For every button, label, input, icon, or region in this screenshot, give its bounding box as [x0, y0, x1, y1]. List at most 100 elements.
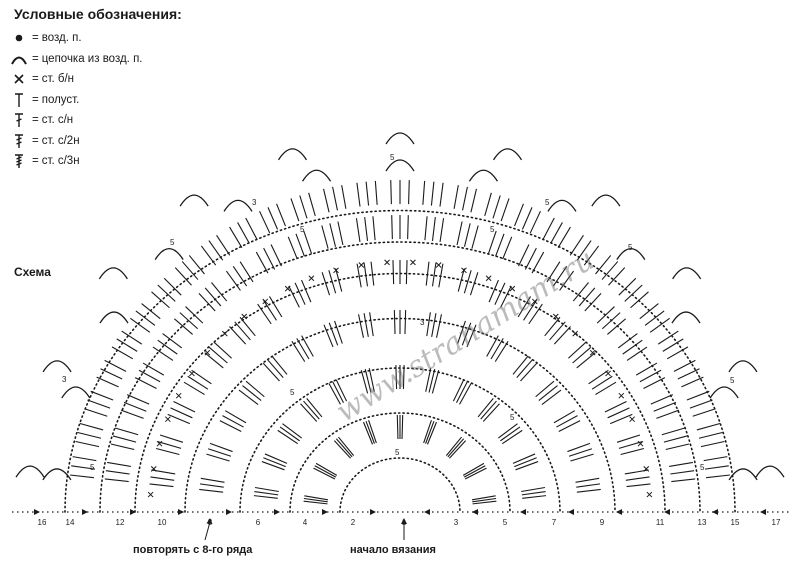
stitch-column: [657, 330, 679, 345]
count-label: 5: [170, 238, 175, 247]
stitch-column: [259, 210, 271, 234]
count-label: 3: [62, 375, 67, 384]
legend-label: ст. с/3н: [41, 155, 80, 168]
stitch-column: [698, 431, 723, 439]
single-crochet-mark: [156, 440, 163, 447]
stitch-column: [100, 368, 123, 380]
chain-row: [339, 457, 461, 513]
chain-row: [99, 241, 701, 513]
stitch-column: [431, 313, 437, 337]
stitch-column: [480, 400, 497, 420]
stitch-column: [583, 245, 600, 266]
stitch-column: [120, 409, 144, 419]
stitch-column: [439, 218, 445, 243]
chain-arc: [709, 386, 739, 399]
stitch-column: [321, 225, 329, 249]
stitch-column: [393, 310, 396, 335]
stitch-column: [430, 181, 435, 206]
stitch-column: [681, 376, 704, 388]
stitch-column: [464, 467, 487, 480]
stitch-column: [463, 270, 472, 294]
stitch-column: [277, 429, 299, 445]
stitch-column: [626, 483, 651, 488]
stitch-column: [425, 368, 432, 392]
stitch-column: [271, 355, 288, 375]
chain-arc: [277, 148, 308, 161]
stitch-column: [152, 346, 174, 361]
stitch-column: [370, 261, 375, 286]
stitch-column: [290, 198, 300, 222]
single-crochet-mark: [241, 313, 248, 320]
stitch-column: [630, 291, 649, 309]
stitch-column: [368, 368, 375, 392]
stitch-column: [208, 240, 224, 261]
stitch-column: [445, 436, 462, 456]
stitch-column: [356, 263, 362, 288]
single-crochet-mark: [572, 330, 579, 337]
stitch-column: [141, 303, 161, 320]
stitch-column: [288, 285, 300, 308]
double-crochet-icon: [8, 111, 30, 129]
stitch-column: [303, 500, 328, 505]
stitch-column: [607, 318, 626, 335]
stitch-column: [622, 339, 643, 355]
stitch-column: [90, 390, 114, 401]
row-direction-arrow: [712, 509, 718, 515]
row-number: 15: [731, 518, 740, 527]
stitch-column: [181, 261, 199, 280]
stitch-column: [224, 410, 247, 424]
stitch-column: [550, 222, 563, 244]
stitch-column: [219, 420, 242, 432]
stitch-column: [295, 233, 305, 257]
stitch-column: [402, 365, 405, 390]
chain-arc: [616, 247, 646, 260]
stitch-column: [368, 420, 377, 444]
stitch-column: [455, 381, 468, 403]
count-label: 5: [700, 463, 705, 472]
stitch-column: [321, 272, 331, 296]
stitch-column: [609, 413, 633, 425]
stitch-column: [512, 355, 529, 375]
stitch-column: [512, 453, 536, 464]
stitch-column: [584, 293, 602, 312]
legend-item-chain: = возд. п.: [8, 28, 182, 49]
stitch-column: [204, 287, 222, 307]
count-label: 3: [420, 318, 425, 327]
row-number: 2: [351, 518, 356, 527]
stitch-column: [546, 261, 561, 283]
stitch-column: [514, 457, 537, 468]
stitch-column: [333, 440, 351, 459]
stitch-column: [185, 306, 204, 324]
stitch-column: [187, 375, 209, 390]
stitch-column: [426, 421, 438, 445]
stitch-column: [222, 415, 244, 428]
count-label: 5: [510, 413, 515, 422]
legend-item-treble: = ст. с/2н: [8, 131, 182, 152]
stitch-column: [301, 335, 314, 357]
stitch-column: [294, 282, 306, 305]
chain-arc: [671, 311, 701, 324]
stitch-column: [486, 335, 499, 357]
stitch-column: [313, 467, 336, 480]
stitch-column: [296, 338, 310, 360]
stitch-column: [323, 188, 330, 213]
stitch-column: [111, 346, 134, 360]
row-direction-arrow: [568, 509, 574, 515]
stitch-column: [401, 415, 404, 440]
stitch-column: [617, 333, 638, 349]
half-double-crochet-icon: [8, 91, 30, 109]
single-crochet-mark: [358, 262, 365, 268]
stitch-column: [75, 440, 100, 448]
count-label: 5: [300, 225, 305, 234]
stitch-column: [535, 380, 555, 398]
stitch-column: [570, 453, 594, 462]
stitch-column: [390, 180, 392, 205]
stitch-column: [245, 380, 265, 398]
stitch-column: [686, 390, 710, 401]
row-direction-arrow: [34, 509, 40, 515]
single-crochet-mark: [637, 440, 644, 447]
stitch-column: [604, 401, 627, 413]
stitch-column: [261, 461, 285, 471]
legend-equals: =: [32, 32, 39, 45]
stitch-column: [332, 381, 345, 403]
